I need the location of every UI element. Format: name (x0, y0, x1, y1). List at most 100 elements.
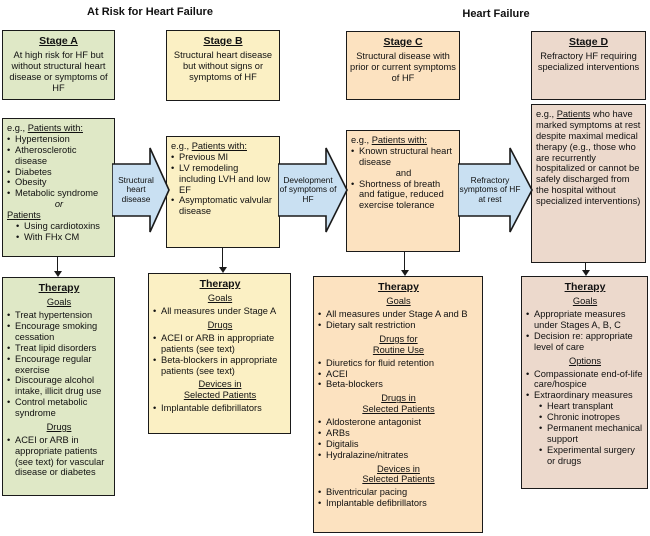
therapy-section-heading-line: Selected Patients (362, 404, 435, 415)
example-intro: e.g., Patients who have marked symptoms … (536, 109, 642, 207)
connector-arrow-c (400, 252, 409, 276)
therapy-section-heading: Goals (526, 296, 644, 307)
text-run: e.g., (7, 123, 28, 133)
therapy-bullet-item: Control metabolic syndrome (7, 397, 111, 419)
therapy-bullet-item: Beta-blockers in appropriate patients (s… (153, 355, 287, 377)
therapy-bullet-item: Extraordinary measures (526, 390, 644, 401)
example-intro: e.g., Patients with: (7, 123, 111, 134)
therapy-bullet-item: Biventricular pacing (318, 487, 479, 498)
example-bullet-item: With FHx CM (16, 232, 111, 243)
example-bullet-item: Asymptomatic valvular disease (171, 195, 276, 217)
stage-a-title: Stage A (39, 35, 78, 47)
stage-c-title: Stage C (383, 36, 423, 48)
therapy-section-heading: Goals (318, 296, 479, 307)
example-bullet-item: Previous MI (171, 152, 276, 163)
therapy-sub-bullet-item: Chronic inotropes (539, 412, 644, 423)
text-run: who have marked symptoms at rest despite… (536, 109, 641, 206)
progression-arrow-a-to-b: Structural heart disease (112, 147, 170, 233)
therapy-bullet-item: Diuretics for fluid retention (318, 358, 479, 369)
progression-arrow-c-to-d-label: Refractory symptoms of HF at rest (459, 174, 521, 204)
therapy-section-heading-line: Goals (386, 296, 411, 307)
therapy-bullet-item: ARBs (318, 428, 479, 439)
stage-c-example-box: e.g., Patients with:Known structural hea… (346, 130, 460, 252)
stage-b-therapy-box: Therapy GoalsAll measures under Stage AD… (148, 273, 291, 434)
progression-arrow-a-to-b-label: Structural heart disease (118, 174, 154, 204)
therapy-bullet-item: Digitalis (318, 439, 479, 450)
example-bullet-item: Hypertension (7, 134, 111, 145)
text-run: Patients (556, 109, 591, 119)
therapy-bullet-item: ACEI or ARB in appropriate patients (see… (7, 435, 111, 479)
stage-d-definition-box: Stage D Refractory HF requiring speciali… (531, 31, 646, 100)
therapy-bullet-item: Encourage regular exercise (7, 354, 111, 376)
therapy-body: GoalsTreat hypertensionEncourage smoking… (7, 297, 111, 478)
stage-b-title: Stage B (203, 35, 243, 47)
example-intro: e.g., Patients with: (171, 141, 276, 152)
example-bullet-item: Atherosclerotic disease (7, 145, 111, 167)
stage-b-definition-text: Structural heart disease but without sig… (173, 50, 273, 83)
therapy-section-heading-line: Goals (46, 297, 72, 308)
connector-arrow-a (53, 256, 62, 277)
stage-c-therapy-box: Therapy GoalsAll measures under Stage A … (313, 276, 483, 533)
therapy-body: GoalsAppropriate measures under Stages A… (526, 296, 644, 466)
right-arrow-icon (458, 147, 533, 233)
therapy-bullet-item: Beta-blockers (318, 379, 479, 390)
connector-line (584, 263, 587, 270)
therapy-section-heading-line: Selected Patients (362, 474, 435, 485)
text-run: Patients with: (27, 123, 83, 133)
therapy-bullet-item: All measures under Stage A and B (318, 309, 479, 320)
stage-c-definition-text: Structural disease with prior or current… (350, 51, 456, 84)
text-run: Patients with: (191, 141, 247, 151)
therapy-title: Therapy (564, 281, 606, 293)
therapy-title: Therapy (199, 278, 241, 290)
therapy-bullet-item: Appropriate measures under Stages A, B, … (526, 309, 644, 331)
example-bullet-item: Metabolic syndrome (7, 188, 111, 199)
connector-arrow-b (218, 248, 227, 273)
therapy-bullet-item: Implantable defibrillators (153, 403, 287, 414)
stage-d-therapy-box: Therapy GoalsAppropriate measures under … (521, 276, 648, 489)
therapy-sub-bullet-item: Experimental surgery or drugs (539, 445, 644, 467)
section-title-at-risk: At Risk for Heart Failure (87, 6, 213, 18)
therapy-section-heading-line: Devices in (377, 463, 420, 474)
therapy-section-heading-line: Drugs in (381, 393, 416, 404)
connector-word: and (395, 167, 412, 178)
text-run: e.g., (351, 135, 372, 145)
therapy-section-heading-line: Drugs (46, 421, 72, 432)
therapy-body: GoalsAll measures under Stage A and BDie… (318, 296, 479, 509)
therapy-section-heading-line: Devices in (198, 379, 242, 390)
down-arrow-icon (581, 270, 590, 276)
section-title-heart-failure: Heart Failure (462, 8, 530, 20)
therapy-bullet-item: ACEI (318, 369, 479, 380)
connector-line (221, 248, 224, 267)
therapy-bullet-item: Compassionate end-of-life care/hospice (526, 369, 644, 391)
therapy-bullet-item: Implantable defibrillators (318, 498, 479, 509)
example-bullet-item: Obesity (7, 177, 111, 188)
therapy-bullet-item: Decision re: appropriate level of care (526, 331, 644, 353)
text-run: e.g., (536, 109, 557, 119)
connector-line (56, 256, 59, 271)
therapy-bullet-item: Treat hypertension (7, 310, 111, 321)
stage-a-definition-box: Stage A At high risk for HF but without … (2, 30, 115, 100)
text-run: e.g., (171, 141, 192, 151)
example-bullet-item: Diabetes (7, 167, 111, 178)
stage-d-title: Stage D (568, 36, 609, 48)
therapy-section-heading: Goals (7, 297, 111, 308)
therapy-section-heading-line: Drugs (207, 320, 233, 331)
therapy-section-heading-line: Drugs for (379, 333, 418, 344)
stage-a-definition-text: At high risk for HF but without structur… (9, 50, 108, 93)
therapy-section-heading-line: Options (568, 355, 602, 366)
therapy-section-heading-line: Goals (207, 293, 233, 304)
stage-d-example-box: e.g., Patients who have marked symptoms … (531, 104, 646, 263)
therapy-title: Therapy (378, 281, 419, 293)
therapy-sub-bullet-item: Heart transplant (539, 401, 644, 412)
therapy-bullet-item: ACEI or ARB in appropriate patients (see… (153, 333, 287, 355)
therapy-section-heading: Goals (153, 293, 287, 304)
connector-arrow-d (581, 263, 590, 276)
right-arrow-icon (112, 147, 170, 233)
therapy-bullet-item: Encourage smoking cessation (7, 321, 111, 343)
down-arrow-icon (218, 267, 227, 273)
text-run: Patients with: (371, 135, 427, 145)
